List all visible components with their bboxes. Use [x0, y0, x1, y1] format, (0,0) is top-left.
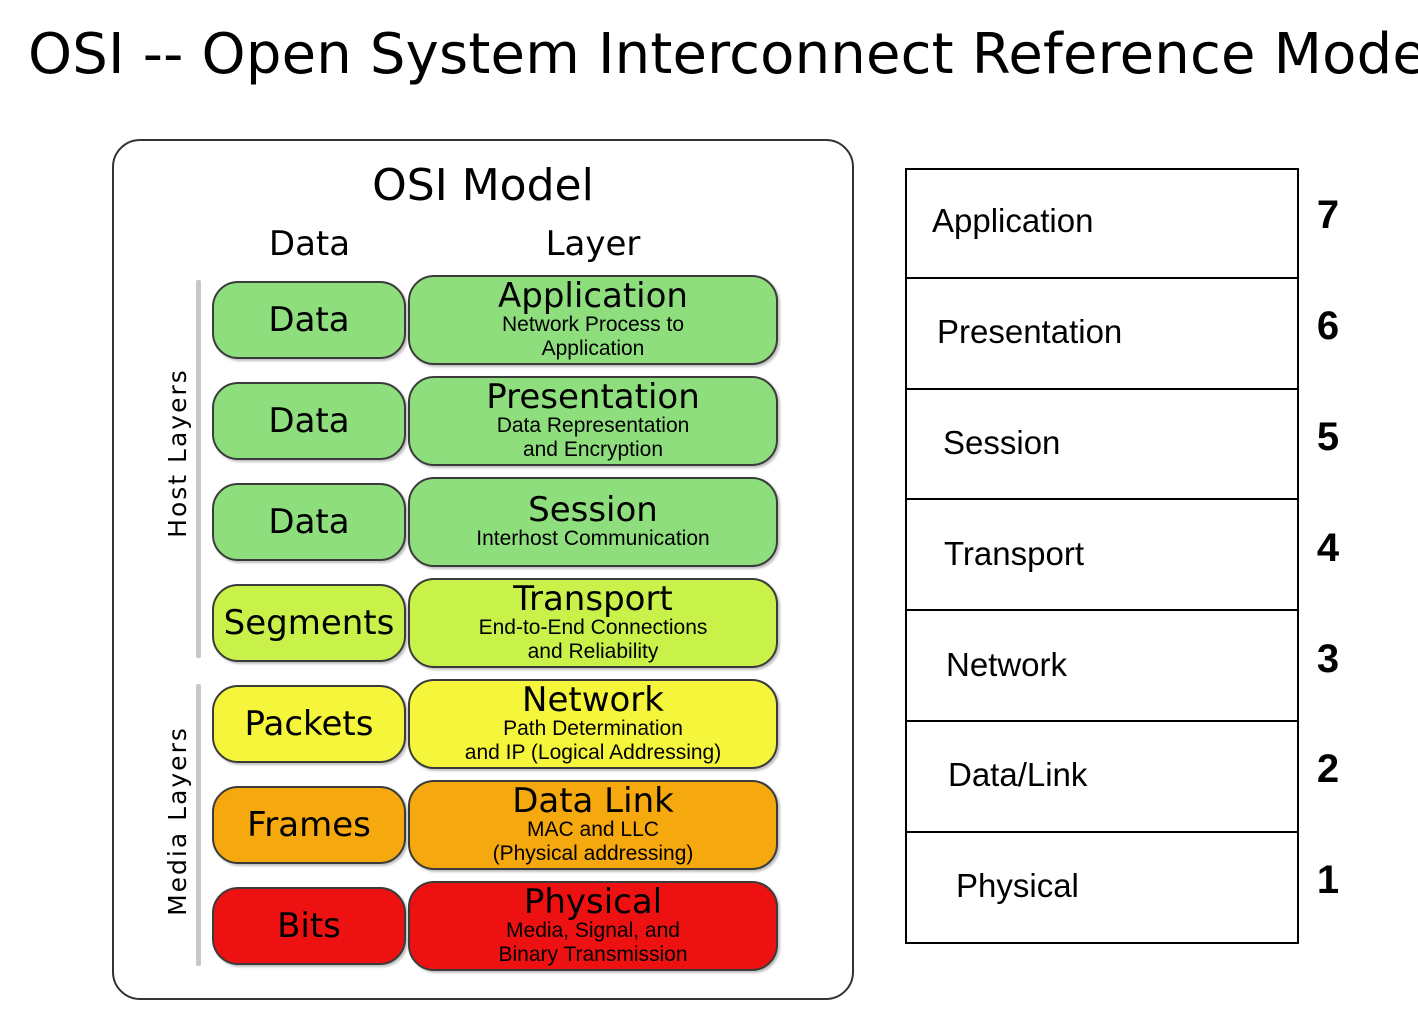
stack-row: [905, 500, 1299, 612]
layer-name: Presentation: [486, 377, 700, 417]
layer-number: 1: [1316, 858, 1340, 903]
stack-layer-label: Transport: [944, 534, 1084, 572]
data-column-header: Data: [268, 224, 351, 264]
layer-description: Interhost Communication: [476, 527, 710, 550]
osi-model-panel: [112, 139, 854, 1000]
layer-description: and Encryption: [522, 438, 664, 461]
layer-column-header: Layer: [545, 224, 641, 264]
data-unit-box: Packets: [212, 685, 406, 763]
layer-description: Application: [541, 337, 645, 360]
stack-layer-label: Application: [932, 202, 1094, 240]
layer-name: Data Link: [512, 781, 674, 821]
layer-description: Binary Transmission: [498, 943, 688, 966]
data-unit-label: Segments: [223, 603, 395, 643]
data-unit-box: Data: [212, 382, 406, 460]
stack-row: [905, 611, 1299, 722]
layer-name: Physical: [523, 882, 663, 922]
data-unit-label: Bits: [277, 906, 341, 946]
data-unit-box: Frames: [212, 786, 406, 864]
layer-description: (Physical addressing): [492, 842, 694, 865]
data-unit-label: Data: [268, 300, 350, 340]
stack-layer-label: Data/Link: [948, 756, 1088, 794]
layer-number: 5: [1316, 415, 1340, 459]
diagram-title: OSI Model: [372, 160, 594, 211]
data-unit-label: Packets: [244, 704, 374, 744]
data-unit-box: Bits: [212, 887, 406, 965]
layer-number: 7: [1316, 193, 1340, 238]
host-layers-label: Host Layers: [163, 368, 192, 538]
stack-row: [905, 168, 1299, 279]
layer-number: 4: [1316, 525, 1340, 570]
layer-description: Path Determination: [503, 717, 683, 740]
data-unit-box: Data: [212, 483, 406, 561]
data-unit-label: Frames: [247, 805, 371, 845]
layer-name: Transport: [513, 579, 673, 619]
layer-description: End-to-End Connections: [478, 616, 708, 639]
layer-description: Media, Signal, and: [506, 919, 680, 942]
layer-number: 3: [1316, 636, 1340, 681]
stack-layer-label: Session: [943, 424, 1061, 461]
layer-name: Application: [498, 276, 688, 316]
layer-number: 6: [1316, 304, 1340, 349]
data-unit-label: Data: [268, 502, 350, 542]
stack-layer-label: Presentation: [937, 313, 1123, 351]
layer-name: Session: [528, 490, 658, 530]
layer-description: Data Representation: [496, 414, 690, 437]
data-unit-label: Data: [268, 401, 350, 441]
stack-row: [905, 390, 1299, 501]
stack-layer-label: Network: [946, 645, 1068, 683]
layer-description: Network Process to: [501, 313, 685, 336]
data-unit-box: Segments: [212, 584, 406, 662]
layer-description: and IP (Logical Addressing): [464, 741, 722, 764]
page-title: OSI -- Open System Interconnect Referenc…: [28, 22, 1418, 87]
stack-row: [905, 722, 1299, 833]
layer-description: and Reliability: [527, 640, 659, 663]
media-layers-label: Media Layers: [163, 726, 192, 916]
media-layers-bracket: [196, 684, 201, 966]
data-unit-box: Data: [212, 281, 406, 359]
host-layers-bracket: [196, 280, 201, 658]
stack-row: [905, 279, 1299, 390]
layer-number: 2: [1316, 747, 1340, 792]
stack-layer-label: Physical: [956, 867, 1079, 905]
layer-name: Network: [522, 680, 664, 720]
layer-stack-table: [905, 168, 1299, 944]
layer-description: MAC and LLC: [527, 818, 659, 841]
